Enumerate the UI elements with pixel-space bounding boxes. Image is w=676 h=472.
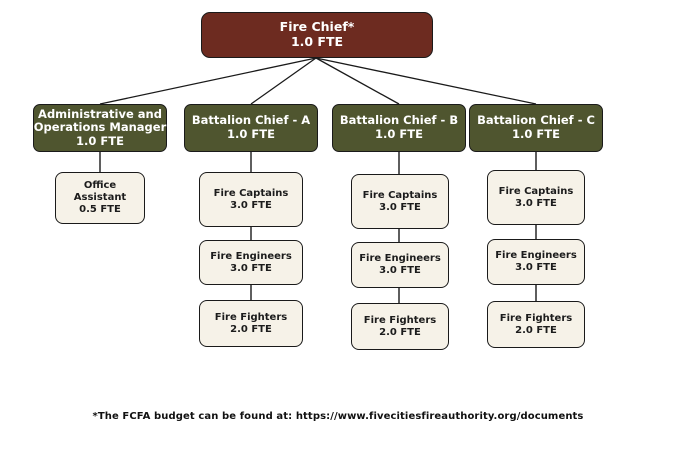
node-fire-captains-c-fte: 3.0 FTE bbox=[515, 197, 557, 209]
node-admin-manager-title-line2: Operations Manager bbox=[33, 120, 167, 135]
node-fire-fighters-b-title: Fire Fighters bbox=[363, 314, 437, 326]
node-fire-chief[interactable]: Fire Chief* 1.0 FTE bbox=[201, 12, 433, 58]
node-fire-chief-title: Fire Chief* bbox=[279, 19, 355, 35]
node-fire-engineers-c-title: Fire Engineers bbox=[495, 250, 577, 262]
node-fire-fighters-a-title: Fire Fighters bbox=[214, 311, 288, 323]
node-fire-captains-b[interactable]: Fire Captains 3.0 FTE bbox=[351, 174, 449, 229]
node-fire-captains-b-title: Fire Captains bbox=[362, 189, 438, 201]
node-battalion-a-fte: 1.0 FTE bbox=[227, 127, 275, 141]
node-fire-engineers-a[interactable]: Fire Engineers 3.0 FTE bbox=[199, 240, 303, 285]
node-fire-engineers-c[interactable]: Fire Engineers 3.0 FTE bbox=[487, 239, 585, 285]
node-battalion-c-fte: 1.0 FTE bbox=[512, 127, 560, 141]
node-fire-fighters-c[interactable]: Fire Fighters 2.0 FTE bbox=[487, 301, 585, 348]
node-fire-fighters-a-fte: 2.0 FTE bbox=[230, 323, 272, 335]
node-battalion-b-title: Battalion Chief - B bbox=[339, 113, 459, 128]
budget-footnote: *The FCFA budget can be found at: https:… bbox=[92, 411, 584, 422]
node-fire-engineers-b-fte: 3.0 FTE bbox=[379, 265, 421, 276]
node-admin-manager-title-line1: Administrative and bbox=[38, 106, 162, 121]
node-fire-fighters-c-title: Fire Fighters bbox=[499, 312, 573, 324]
node-fire-captains-a[interactable]: Fire Captains 3.0 FTE bbox=[199, 172, 303, 227]
node-battalion-chief-a[interactable]: Battalion Chief - A 1.0 FTE bbox=[184, 104, 318, 152]
node-fire-engineers-b[interactable]: Fire Engineers 3.0 FTE bbox=[351, 242, 449, 288]
node-fire-captains-a-title: Fire Captains bbox=[213, 187, 289, 199]
node-fire-chief-fte: 1.0 FTE bbox=[290, 34, 344, 49]
node-fire-engineers-a-title: Fire Engineers bbox=[210, 250, 292, 262]
node-fire-captains-c-title: Fire Captains bbox=[498, 185, 574, 197]
node-fire-fighters-b[interactable]: Fire Fighters 2.0 FTE bbox=[351, 303, 449, 350]
node-fire-captains-c[interactable]: Fire Captains 3.0 FTE bbox=[487, 170, 585, 225]
node-battalion-b-fte: 1.0 FTE bbox=[375, 127, 423, 141]
node-battalion-a-title: Battalion Chief - A bbox=[191, 113, 311, 128]
node-fire-fighters-c-fte: 2.0 FTE bbox=[515, 324, 557, 336]
node-office-assistant-fte: 0.5 FTE bbox=[79, 203, 121, 215]
node-office-assistant-title-line2: Assistant bbox=[73, 192, 127, 204]
node-fire-captains-a-fte: 3.0 FTE bbox=[230, 199, 272, 211]
node-fire-captains-b-fte: 3.0 FTE bbox=[379, 201, 421, 213]
node-administrative-operations-manager[interactable]: Administrative and Operations Manager 1.… bbox=[33, 104, 167, 152]
node-battalion-chief-c[interactable]: Battalion Chief - C 1.0 FTE bbox=[469, 104, 603, 152]
node-fire-fighters-b-fte: 2.0 FTE bbox=[379, 326, 421, 338]
node-office-assistant[interactable]: Office Assistant 0.5 FTE bbox=[55, 172, 145, 224]
node-office-assistant-title-line1: Office bbox=[83, 180, 117, 192]
node-fire-engineers-a-fte: 3.0 FTE bbox=[230, 262, 272, 274]
node-fire-fighters-a[interactable]: Fire Fighters 2.0 FTE bbox=[199, 300, 303, 347]
node-battalion-c-title: Battalion Chief - C bbox=[477, 113, 595, 128]
node-fire-engineers-b-title: Fire Engineers bbox=[359, 253, 441, 265]
node-battalion-chief-b[interactable]: Battalion Chief - B 1.0 FTE bbox=[332, 104, 466, 152]
node-admin-manager-fte: 1.0 FTE bbox=[76, 133, 124, 148]
node-fire-engineers-c-fte: 3.0 FTE bbox=[515, 262, 557, 273]
